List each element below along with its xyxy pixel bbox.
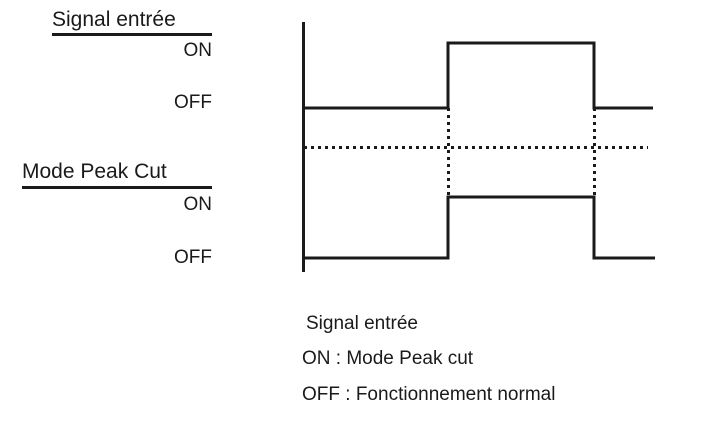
legend-item-off: OFF : Fonctionnement normal (302, 384, 556, 405)
mode-peak-cut-on-label: ON (183, 194, 213, 215)
input-signal-waveform (303, 41, 653, 110)
signal-entree-off-label: OFF (174, 92, 212, 113)
signal-entree-title: Signal entrée (52, 8, 176, 31)
legend-heading: Signal entrée (306, 313, 418, 334)
mode-peak-cut-title-rule (22, 186, 212, 189)
mode-peak-cut-title: Mode Peak Cut (22, 160, 167, 183)
peak-cut-waveform (303, 195, 655, 260)
signal-entree-title-rule (52, 33, 212, 36)
signal-entree-on-label: ON (183, 40, 213, 61)
legend-item-on: ON : Mode Peak cut (302, 348, 474, 369)
mode-peak-cut-off-label: OFF (174, 247, 212, 268)
